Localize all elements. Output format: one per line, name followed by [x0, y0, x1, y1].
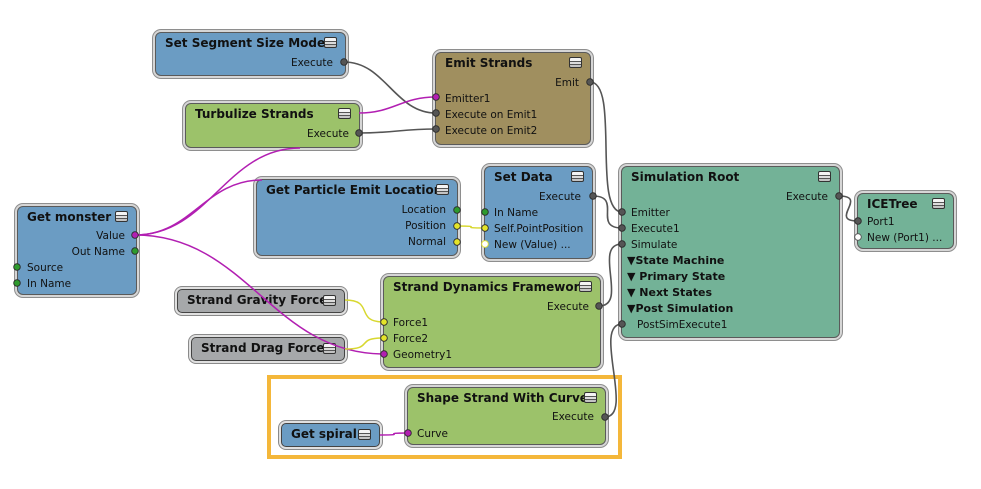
port-geometry1[interactable]: Geometry1	[393, 349, 453, 361]
port-out-name[interactable]: Out Name	[71, 246, 125, 258]
node-menu-icon[interactable]	[323, 295, 336, 306]
wire-dynamics-to-sim-simulate	[598, 243, 623, 307]
node-get-particle-emit-location[interactable]: Get Particle Emit Location Location Posi…	[256, 179, 458, 256]
port-execute[interactable]: Execute	[786, 191, 828, 203]
port-execute[interactable]: Execute	[539, 191, 581, 203]
port-emit[interactable]: Emit	[555, 77, 579, 89]
node-set-segment-size-mode[interactable]: Set Segment Size Mode Execute	[155, 32, 346, 76]
node-set-data[interactable]: Set Data Execute In Name Self.PointPosit…	[484, 166, 593, 259]
wire-emit-to-sim-emitter	[589, 81, 623, 213]
wire-gravity-to-force1	[344, 299, 385, 323]
port-curve[interactable]: Curve	[417, 428, 448, 440]
node-shape-strand-with-curve[interactable]: Shape Strand With Curve Execute Curve	[407, 387, 606, 445]
wire-position-to-selfpoint	[456, 225, 486, 229]
node-menu-icon[interactable]	[338, 108, 351, 119]
node-strand-gravity-force[interactable]: Strand Gravity Force	[177, 289, 345, 313]
node-title: Turbulize Strands	[195, 107, 314, 121]
port-location[interactable]: Location	[401, 204, 446, 216]
node-menu-icon[interactable]	[436, 184, 449, 195]
port-emitter1[interactable]: Emitter1	[445, 93, 491, 105]
port-normal[interactable]: Normal	[408, 236, 446, 248]
node-menu-icon[interactable]	[579, 281, 592, 292]
node-menu-icon[interactable]	[358, 429, 371, 440]
port-execute[interactable]: Execute	[307, 128, 349, 140]
group-post-simulation[interactable]: ▼Post Simulation	[627, 302, 734, 315]
node-menu-icon[interactable]	[324, 37, 337, 48]
node-title: Get spiral	[291, 427, 357, 441]
node-title: Emit Strands	[445, 56, 533, 70]
port-simulate[interactable]: Simulate	[631, 239, 678, 251]
wire-drag-to-force2	[344, 337, 385, 350]
node-title: ICETree	[867, 197, 918, 211]
node-title: Set Data	[494, 170, 553, 184]
node-menu-icon[interactable]	[323, 343, 336, 354]
port-value[interactable]: Value	[96, 230, 125, 242]
port-force1[interactable]: Force1	[393, 317, 429, 329]
node-menu-icon[interactable]	[569, 57, 582, 68]
wire-monster-to-location	[134, 179, 263, 236]
node-title: Strand Dynamics Framework	[393, 280, 588, 294]
port-emitter[interactable]: Emitter	[631, 207, 670, 219]
node-strand-dynamics-framework[interactable]: Strand Dynamics Framework Execute Force1…	[383, 276, 601, 368]
wire-turbulize-to-emitter1	[358, 96, 437, 114]
port-new-value[interactable]: New (Value) ...	[494, 239, 571, 251]
group-primary-state[interactable]: ▼ Primary State	[627, 270, 726, 283]
node-menu-icon[interactable]	[584, 392, 597, 403]
group-state-machine[interactable]: ▼State Machine	[627, 254, 725, 267]
node-menu-icon[interactable]	[932, 198, 945, 209]
node-simulation-root[interactable]: Simulation Root Execute Emitter Execute1…	[621, 166, 840, 338]
node-title: Strand Gravity Force	[187, 293, 328, 307]
node-menu-icon[interactable]	[818, 171, 831, 182]
node-strand-drag-force[interactable]: Strand Drag Force	[191, 337, 345, 361]
port-execute1[interactable]: Execute1	[631, 223, 680, 235]
port-execute-on-emit2[interactable]: Execute on Emit2	[445, 125, 538, 137]
node-emit-strands[interactable]: Emit Strands Emit Emitter1 Execute on Em…	[435, 52, 591, 145]
port-in-name[interactable]: In Name	[494, 207, 539, 219]
port-execute-on-emit1[interactable]: Execute on Emit1	[445, 109, 538, 121]
node-get-spiral[interactable]: Get spiral	[281, 423, 380, 447]
node-title: Shape Strand With Curve	[417, 391, 588, 405]
node-menu-icon[interactable]	[571, 171, 584, 182]
port-execute[interactable]: Execute	[552, 411, 594, 423]
port-in-name[interactable]: In Name	[27, 278, 72, 290]
node-get-monster[interactable]: Get monster Value Out Name Source In Nam…	[17, 206, 137, 295]
port-execute[interactable]: Execute	[547, 301, 589, 313]
node-menu-icon[interactable]	[115, 211, 128, 222]
port-self-point-position[interactable]: Self.PointPosition	[494, 223, 584, 235]
wire-sim-to-icetree	[838, 195, 859, 222]
node-title: Simulation Root	[631, 170, 740, 184]
port-new-port1[interactable]: New (Port1) ...	[867, 232, 943, 244]
node-title: Set Segment Size Mode	[165, 36, 326, 50]
port-port1[interactable]: Port1	[867, 216, 895, 228]
port-position[interactable]: Position	[405, 220, 446, 232]
node-title: Get Particle Emit Location	[266, 183, 443, 197]
port-post-sim-execute1[interactable]: PostSimExecute1	[637, 319, 728, 331]
port-force2[interactable]: Force2	[393, 333, 429, 345]
port-source[interactable]: Source	[27, 262, 64, 274]
node-icetree[interactable]: ICETree Port1 New (Port1) ...	[857, 193, 954, 249]
node-title: Get monster	[27, 210, 112, 224]
node-turbulize-strands[interactable]: Turbulize Strands Execute	[185, 103, 360, 148]
wire-turbulize-to-emit2	[358, 128, 437, 134]
port-execute[interactable]: Execute	[291, 57, 333, 69]
group-next-states[interactable]: ▼ Next States	[627, 286, 713, 299]
node-title: Strand Drag Force	[201, 341, 325, 355]
wire-setdata-to-sim-execute1	[592, 195, 623, 229]
